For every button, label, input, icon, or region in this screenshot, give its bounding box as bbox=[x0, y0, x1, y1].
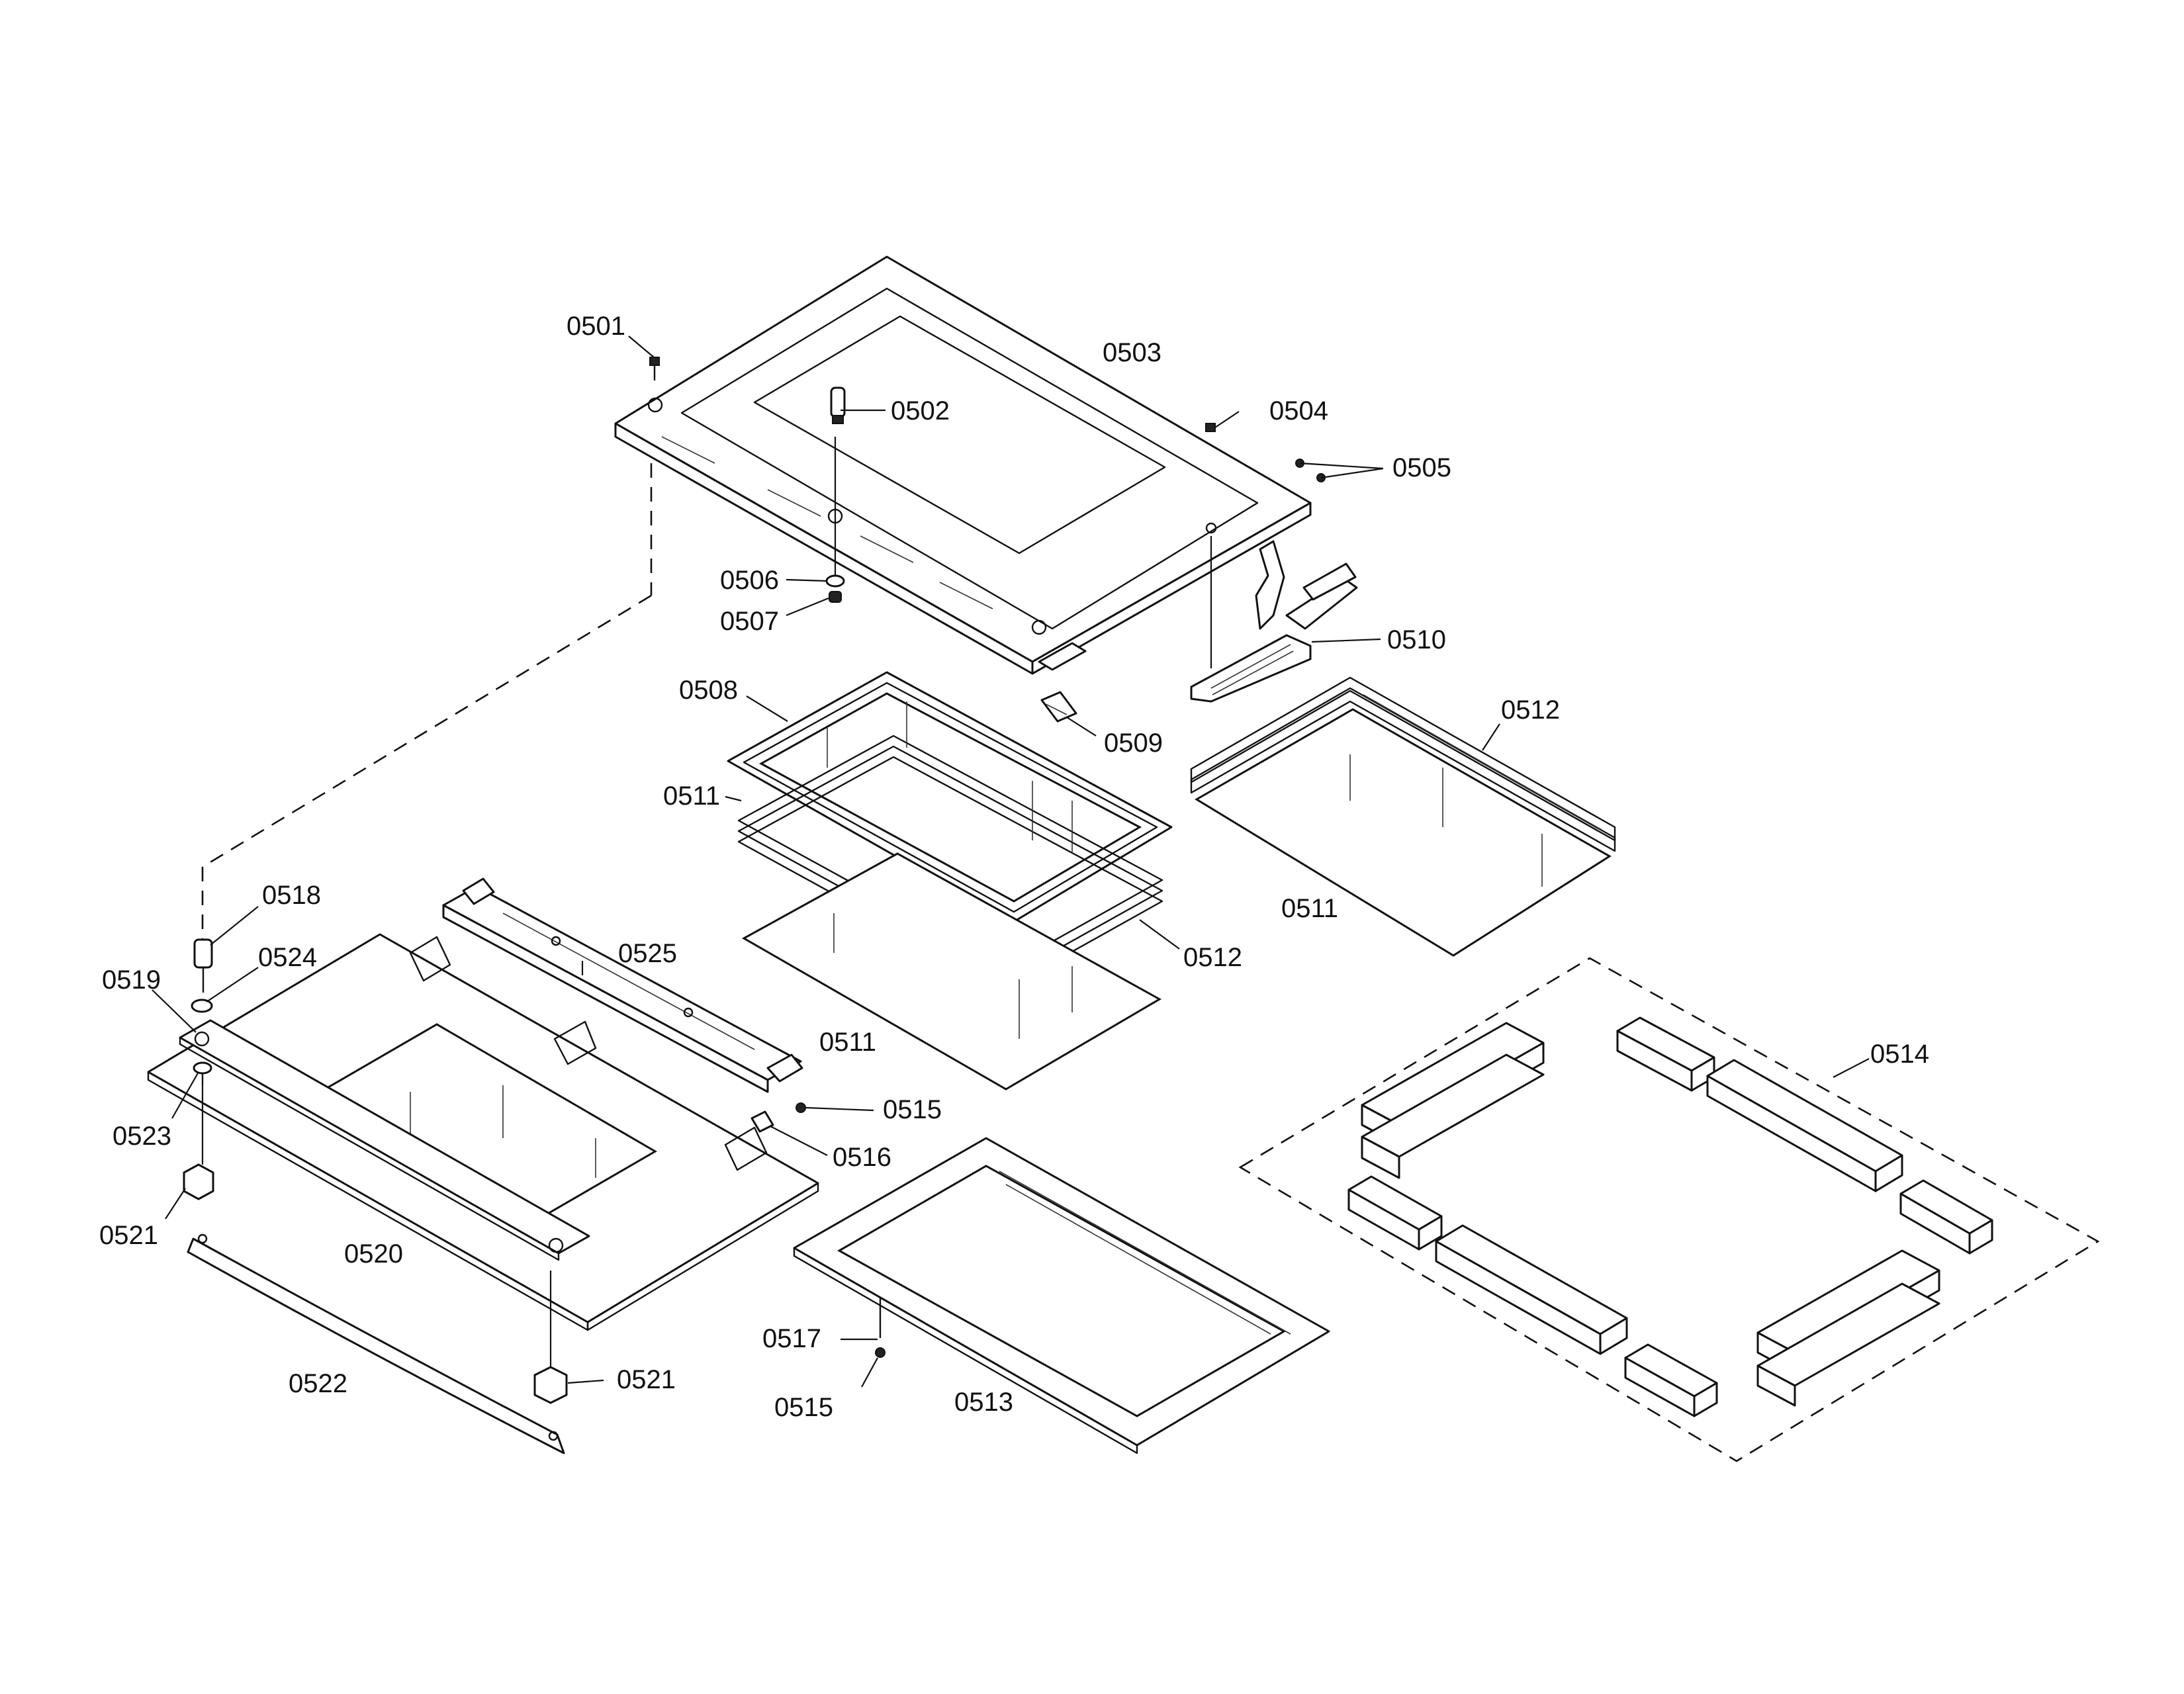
label-0523: 0523 bbox=[113, 1122, 171, 1151]
label-0511-right: 0511 bbox=[1281, 894, 1338, 923]
label-0518: 0518 bbox=[262, 881, 321, 910]
leader-lines bbox=[152, 335, 1870, 1388]
label-0503: 0503 bbox=[1103, 338, 1161, 367]
label-0522: 0522 bbox=[289, 1369, 347, 1398]
part-0506-washer bbox=[825, 574, 845, 588]
label-0509: 0509 bbox=[1104, 729, 1163, 758]
part-0518-standoff bbox=[193, 938, 213, 993]
part-0511-glass-right bbox=[1195, 708, 1612, 957]
label-0502: 0502 bbox=[891, 396, 950, 425]
label-0504: 0504 bbox=[1269, 396, 1328, 425]
part-0510-hinge bbox=[1190, 540, 1358, 703]
label-0513: 0513 bbox=[954, 1388, 1013, 1417]
part-0512-frame-right bbox=[1190, 676, 1616, 852]
part-0501-screw bbox=[649, 357, 660, 380]
alignment-line-diagonal bbox=[202, 594, 652, 868]
part-0515-screw-upper bbox=[796, 1102, 806, 1113]
part-0514-packing-outline bbox=[1238, 957, 2100, 1462]
part-0523-spacer bbox=[193, 1061, 212, 1085]
label-0512-center: 0512 bbox=[1183, 943, 1242, 972]
part-0502-stud bbox=[830, 386, 846, 424]
label-0501: 0501 bbox=[567, 312, 625, 341]
label-0525: 0525 bbox=[618, 939, 677, 968]
part-0520-inner-panel bbox=[147, 933, 819, 1331]
part-0521-knob-right bbox=[533, 1366, 568, 1404]
part-0524-washer bbox=[191, 999, 213, 1013]
label-0520: 0520 bbox=[344, 1239, 403, 1269]
label-0524: 0524 bbox=[258, 943, 317, 972]
part-0516-clip bbox=[751, 1110, 774, 1133]
part-0509-clip bbox=[1040, 691, 1077, 723]
label-0511-gasket: 0511 bbox=[663, 781, 720, 811]
label-0515-lower: 0515 bbox=[774, 1393, 833, 1422]
part-0511-glass-center-lower bbox=[741, 852, 1162, 1091]
label-0516: 0516 bbox=[833, 1143, 891, 1172]
label-0515-upper: 0515 bbox=[883, 1095, 942, 1124]
part-0505-screws bbox=[1295, 459, 1326, 482]
label-0505: 0505 bbox=[1392, 453, 1451, 482]
label-0521-right: 0521 bbox=[617, 1365, 676, 1394]
label-0511-center: 0511 bbox=[819, 1028, 876, 1057]
part-0525-trim-strip bbox=[442, 877, 803, 1093]
label-0506: 0506 bbox=[720, 566, 779, 595]
label-0514: 0514 bbox=[1870, 1040, 1929, 1069]
label-0519: 0519 bbox=[102, 965, 161, 995]
label-0517: 0517 bbox=[762, 1324, 821, 1353]
part-0514-packing-blocks bbox=[1347, 1016, 1993, 1417]
label-0521-left: 0521 bbox=[99, 1221, 158, 1250]
part-0515-screw-lower bbox=[875, 1347, 886, 1358]
part-0519-bracket-bar bbox=[179, 1019, 590, 1261]
part-0513-outer-frame bbox=[793, 1137, 1330, 1454]
part-0503-door-panel bbox=[614, 255, 1312, 675]
part-0522-handle bbox=[187, 1233, 565, 1454]
part-0508-gasket bbox=[727, 671, 1173, 924]
label-0507: 0507 bbox=[720, 607, 779, 636]
label-0510: 0510 bbox=[1387, 625, 1446, 654]
part-labels: 0501 0502 0503 0504 0505 0506 0507 0508 … bbox=[99, 312, 1929, 1422]
label-0512-right: 0512 bbox=[1501, 695, 1560, 725]
part-0507-nut bbox=[829, 591, 842, 603]
glass-shading-center bbox=[827, 701, 1073, 854]
part-0504-screw bbox=[1205, 423, 1216, 432]
label-0508: 0508 bbox=[679, 676, 738, 705]
part-0521-knob-left bbox=[183, 1163, 214, 1200]
